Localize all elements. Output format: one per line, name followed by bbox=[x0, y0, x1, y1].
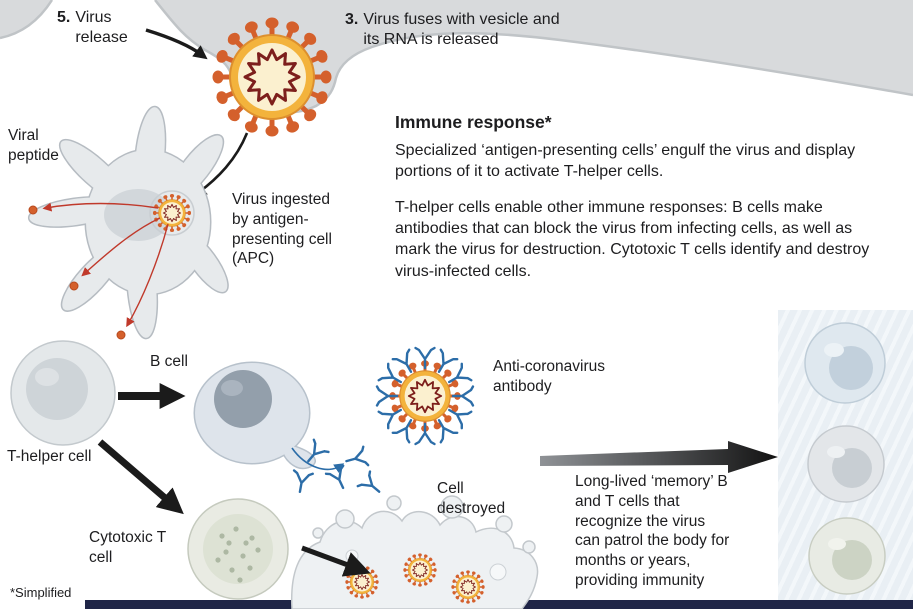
step3-number: 3. bbox=[345, 11, 359, 28]
immune-response-block: Immune response* Specialized ‘antigen-pr… bbox=[395, 112, 887, 297]
viral-peptide-label: Viral peptide bbox=[8, 127, 59, 164]
immune-response-title: Immune response* bbox=[395, 112, 552, 132]
bottom-bar bbox=[85, 600, 913, 609]
step5-number: 5. bbox=[57, 9, 71, 26]
immune-response-para1: Specialized ‘antigen-presenting cells’ e… bbox=[395, 142, 856, 181]
cytotoxic-t-cell bbox=[187, 498, 289, 600]
memory-arrow bbox=[540, 441, 778, 473]
step3-label: 3. Virus fuses with vesicle and its RNA … bbox=[345, 10, 563, 51]
virus-to-apc-arrow bbox=[192, 132, 249, 198]
granules bbox=[215, 526, 261, 583]
memory-note-label: Long-lived ‘memory’ B and T cells that r… bbox=[575, 473, 730, 590]
t-helper-label: T-helper cell bbox=[7, 448, 92, 465]
viral-peptide-dots bbox=[28, 205, 126, 340]
virus-release-arrow bbox=[145, 28, 208, 60]
simplified-footnote: *Simplified bbox=[10, 585, 72, 600]
ingested-virus-icon bbox=[153, 194, 191, 232]
cell-destroyed-label: Cell destroyed bbox=[437, 480, 506, 517]
b-cell bbox=[193, 361, 317, 470]
memory-cells-panel bbox=[778, 310, 913, 602]
step5-label: 5. Virus release bbox=[57, 8, 149, 49]
antibody-secretion-arrow bbox=[291, 447, 345, 473]
anti-coronavirus-antibody-label: Anti-coronavirus antibody bbox=[493, 358, 605, 395]
step3-text: Virus fuses with vesicle and its RNA is … bbox=[363, 11, 560, 49]
antibody-coated-virus bbox=[375, 346, 475, 446]
virus-ingested-label: Virus ingested by antigen-presenting cel… bbox=[232, 191, 332, 268]
immune-response-para2: T-helper cells enable other immune respo… bbox=[395, 199, 870, 280]
peptide-presentation-arrows bbox=[42, 202, 169, 328]
coronavirus-icon bbox=[213, 18, 332, 137]
kill-arrow bbox=[301, 545, 371, 577]
cytotoxic-t-cell-label: Cytotoxic T cell bbox=[89, 529, 166, 566]
t-helper-cell bbox=[10, 340, 116, 446]
b-cell-label: B cell bbox=[150, 353, 188, 370]
antibody-icons bbox=[289, 438, 387, 501]
step5-text: Virus release bbox=[75, 9, 128, 47]
thelper-to-cytotoxic-arrow bbox=[97, 439, 184, 515]
